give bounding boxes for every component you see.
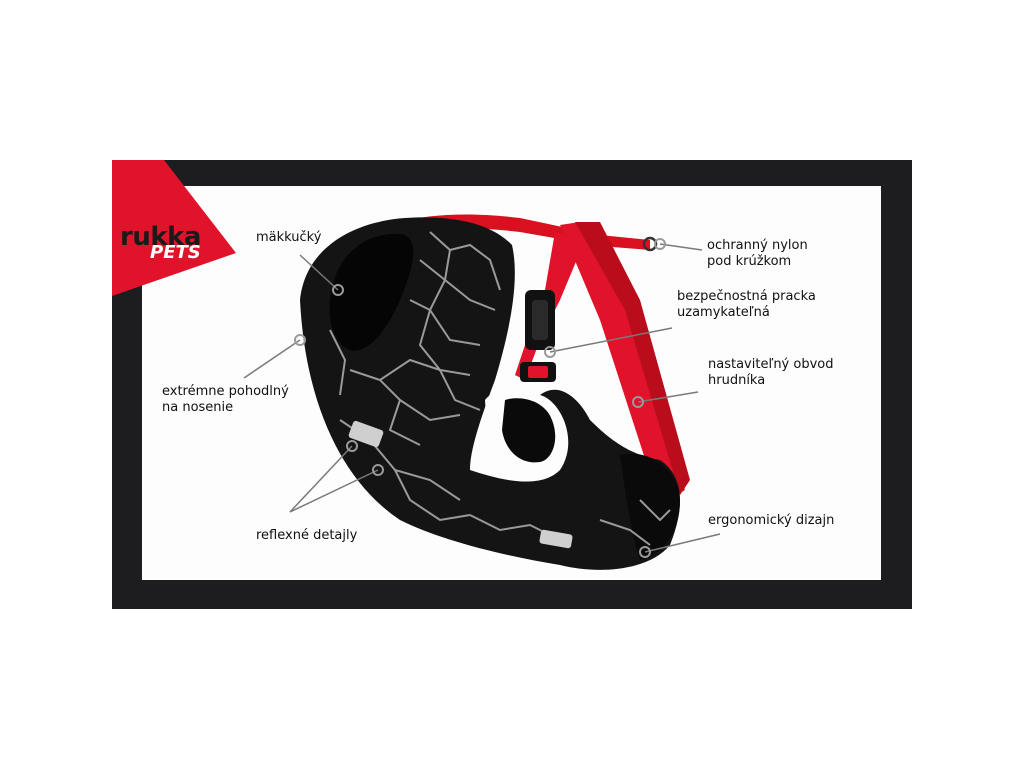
callout-comfortable: extrémne pohodlný na nosenie <box>162 384 289 416</box>
callout-nylon-line-1: ochranný nylon <box>707 238 808 253</box>
callout-soft-line-1: mäkkučký <box>256 230 322 245</box>
reflective-badge-lower <box>539 529 573 549</box>
logo-subtitle: PETS <box>150 242 201 263</box>
reflective-pattern <box>329 231 671 546</box>
callout-buckle-line-1: bezpečnostná pracka <box>677 289 816 304</box>
buckle <box>520 290 556 382</box>
logo-wordmark: rukka <box>120 222 201 252</box>
callout-nylon: ochranný nylon pod krúžkom <box>707 238 808 270</box>
callout-adjustable-line-1: nastaviteľný obvod <box>708 357 834 372</box>
callout-adjustable: nastaviteľný obvod hrudníka <box>708 357 834 389</box>
callout-buckle-line-2: uzamykateľná <box>677 305 770 320</box>
logo-triangle <box>112 160 236 296</box>
reflective-badge <box>348 420 384 448</box>
leader-lines <box>243 243 721 553</box>
callout-adjustable-line-2: hrudníka <box>708 373 766 388</box>
callout-buckle: bezpečnostná pracka uzamykateľná <box>677 289 816 321</box>
callout-comfortable-line-1: extrémne pohodlný <box>162 384 289 399</box>
callout-reflective-line-1: reflexné detajly <box>256 528 358 543</box>
leader-dots <box>294 238 666 558</box>
callout-comfortable-line-2: na nosenie <box>162 400 234 415</box>
callout-reflective: reflexné detajly <box>256 528 357 544</box>
callout-ergonomic: ergonomický dizajn <box>708 513 834 529</box>
callout-ergonomic-line-1: ergonomický dizajn <box>708 513 835 528</box>
callout-nylon-line-2: pod krúžkom <box>707 254 792 269</box>
callout-soft: mäkkučký <box>256 230 321 246</box>
